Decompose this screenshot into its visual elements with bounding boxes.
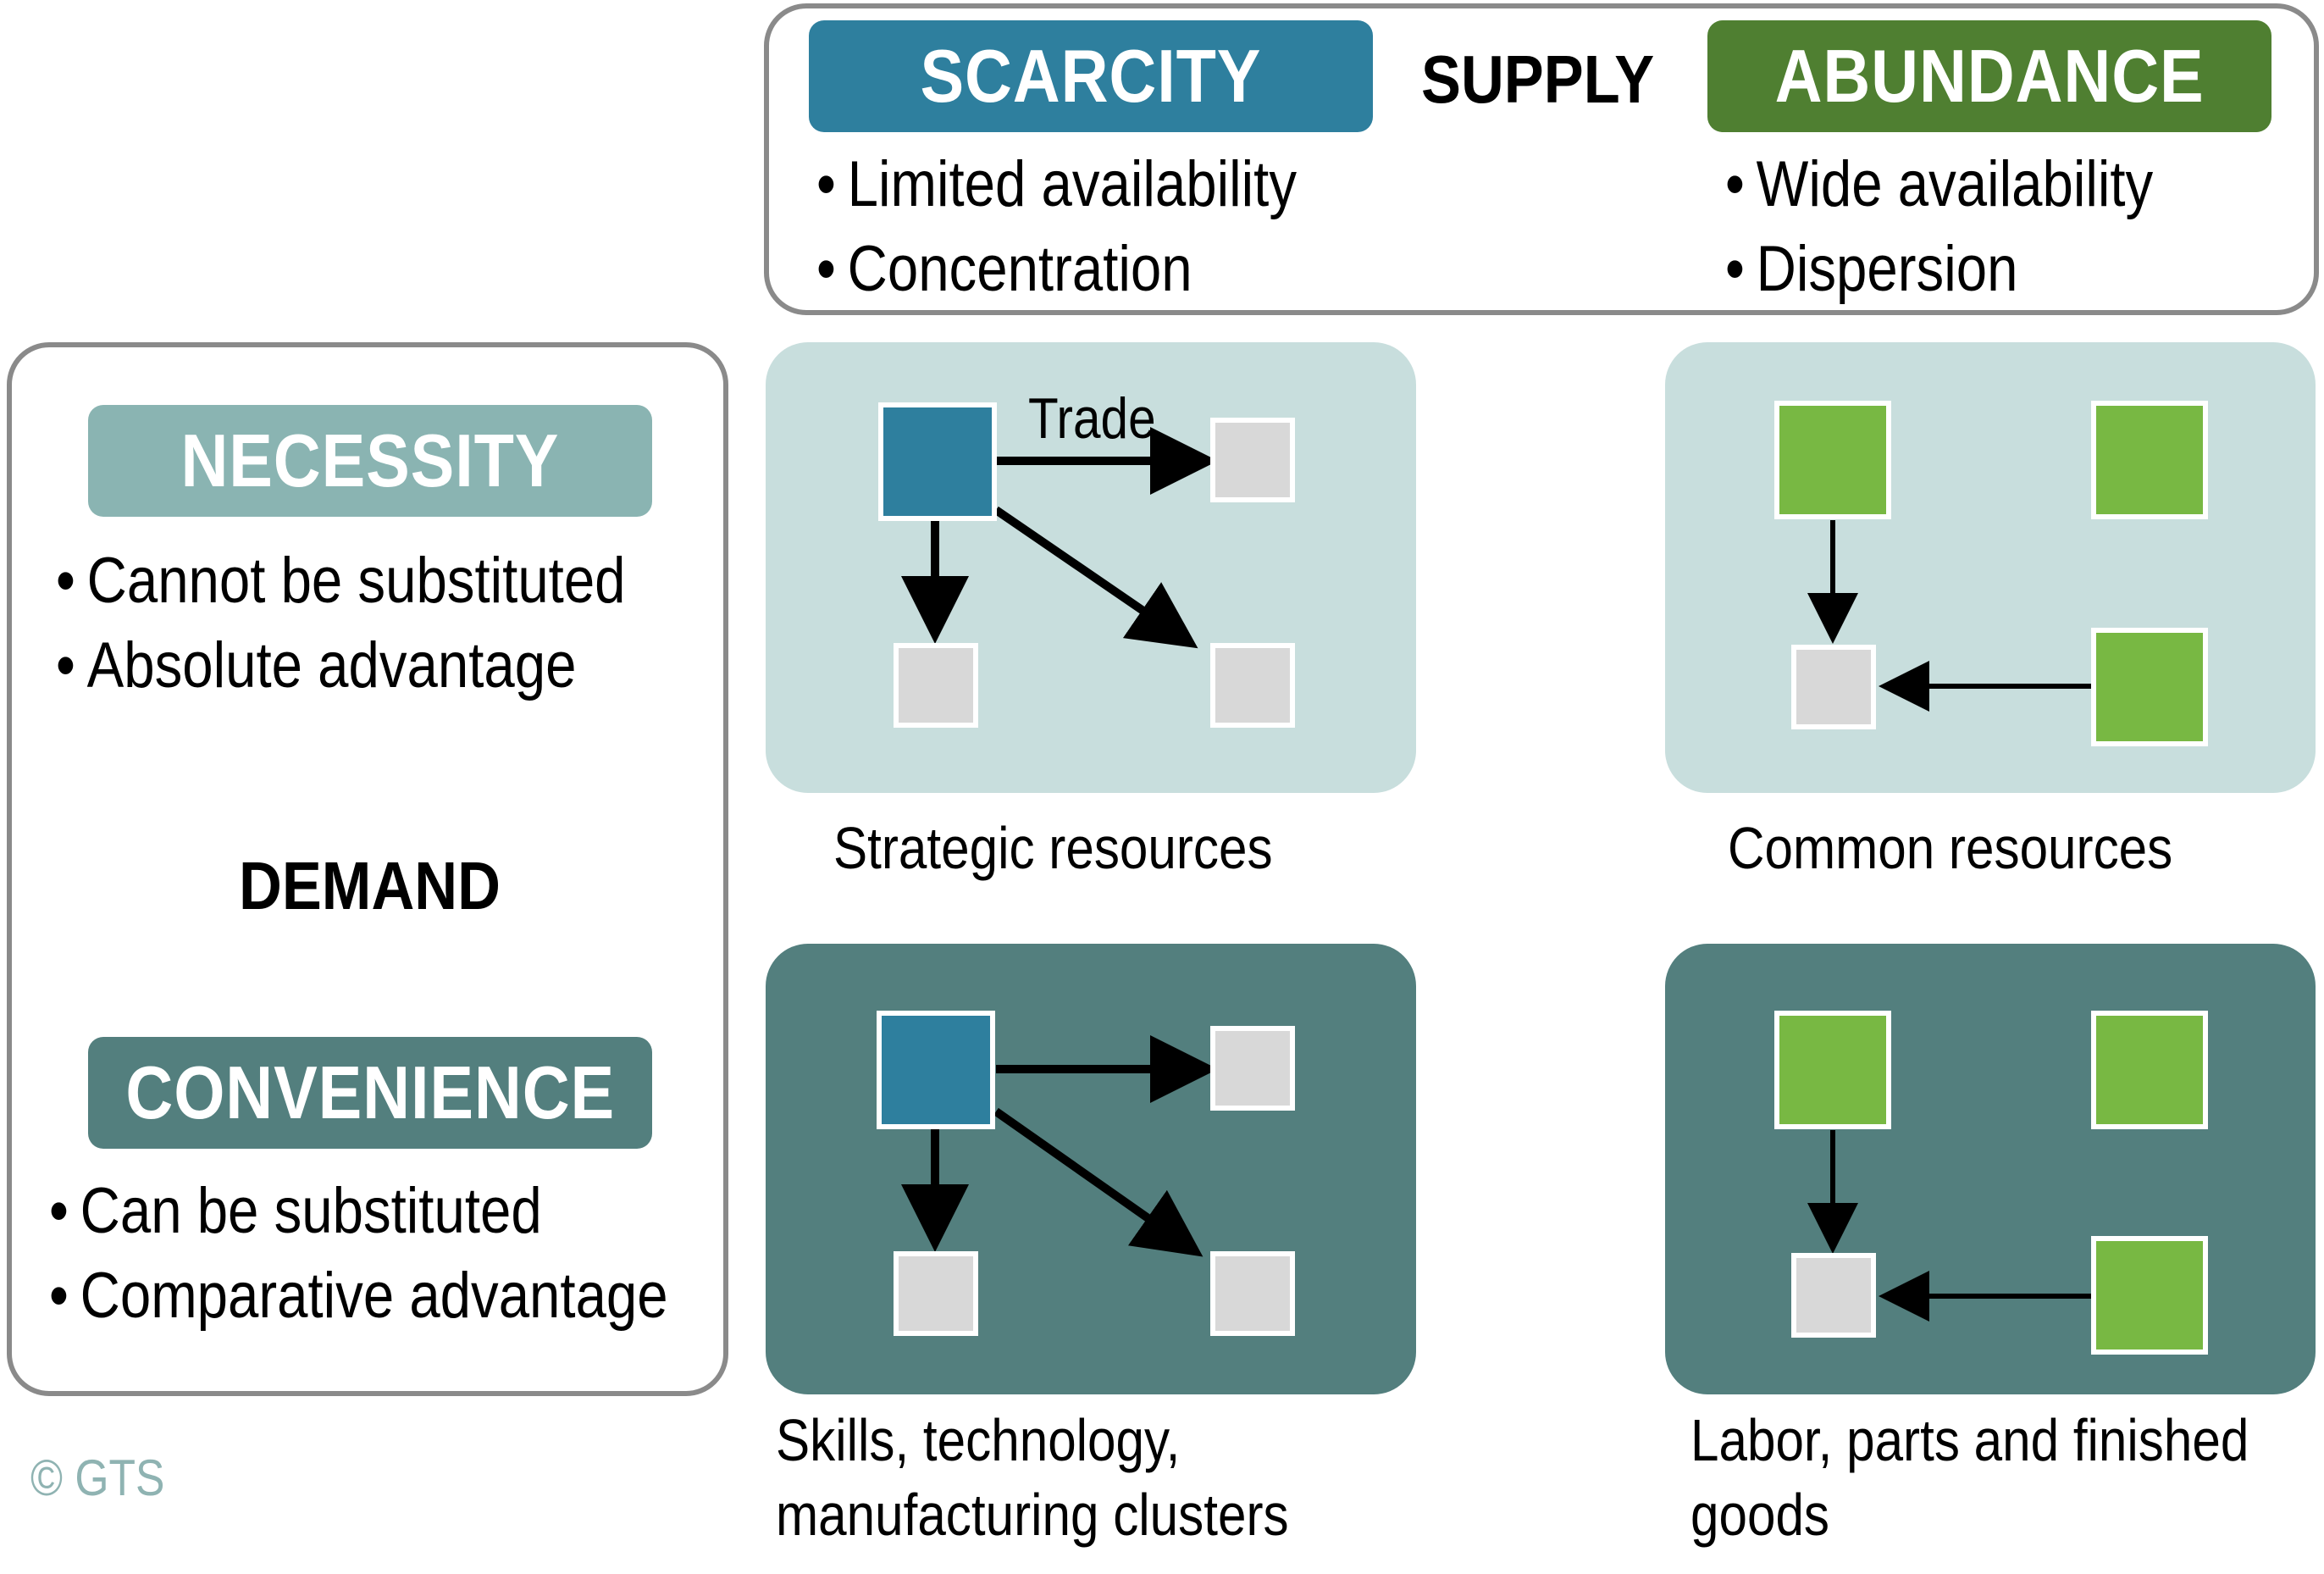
quadrant-strategic [766, 342, 1416, 793]
common-network [1774, 401, 2208, 746]
labor-network [1774, 1011, 2208, 1355]
convenience-bullet-1: •Can be substituted [49, 1179, 542, 1244]
abundance-bullet-text: Dispersion [1756, 233, 2018, 305]
source-node-blue [877, 1011, 995, 1129]
bullet-dot: • [816, 148, 836, 220]
caption-line: goods [1690, 1482, 1830, 1548]
source-node-green [1774, 401, 1891, 519]
trade-arrow-diagonal [993, 506, 1198, 649]
caption-line: Labor, parts and finished [1690, 1407, 2249, 1473]
abundance-bullet-2: •Dispersion [1725, 237, 2017, 302]
scarcity-header: SCARCITY [809, 20, 1373, 132]
source-node-green [2091, 401, 2208, 519]
bullet-dot: • [1725, 233, 1745, 305]
demand-panel [7, 342, 728, 1396]
caption-line: Skills, technology, [776, 1407, 1181, 1473]
source-node-green [2091, 1011, 2208, 1129]
necessity-bullet-1: •Cannot be substituted [56, 549, 626, 613]
necessity-header: NECESSITY [88, 405, 652, 517]
quadrant-skills [766, 944, 1416, 1394]
bullet-dot: • [56, 629, 75, 701]
necessity-label: NECESSITY [180, 418, 560, 502]
scarcity-bullet-1: •Limited availability [816, 152, 1297, 217]
target-node [1210, 1251, 1295, 1336]
abundance-bullet-1: •Wide availability [1725, 152, 2153, 217]
target-node [894, 1251, 978, 1336]
trade-label: Trade [1028, 386, 1156, 451]
copyright-notice: © GTS [30, 1449, 165, 1506]
source-node-blue [878, 402, 997, 521]
target-node [894, 643, 978, 728]
caption-line: Strategic resources [833, 815, 1273, 881]
convenience-bullet-text: Can be substituted [80, 1175, 542, 1247]
supply-title: SUPPLY [1421, 42, 1655, 117]
abundance-label: ABUNDANCE [1774, 34, 2205, 118]
demand-title: DEMAND [239, 848, 501, 923]
necessity-bullet-2: •Absolute advantage [56, 634, 576, 698]
skills-network [877, 1011, 1295, 1336]
caption-common: Common resources [1728, 812, 2172, 886]
caption-labor: Labor, parts and finished goods [1690, 1403, 2249, 1552]
scarcity-bullet-2: •Concentration [816, 237, 1192, 302]
target-node [1210, 643, 1295, 728]
bullet-dot: • [49, 1260, 69, 1332]
bullet-dot: • [56, 545, 75, 617]
target-node [1791, 1253, 1876, 1338]
scarcity-bullet-text: Limited availability [847, 148, 1298, 220]
necessity-bullet-text: Cannot be substituted [86, 545, 626, 617]
caption-line: manufacturing clusters [776, 1482, 1289, 1548]
necessity-bullet-text: Absolute advantage [86, 629, 577, 701]
bullet-dot: • [816, 233, 836, 305]
abundance-bullet-text: Wide availability [1756, 148, 2154, 220]
convenience-bullet-text: Comparative advantage [80, 1260, 668, 1332]
abundance-header: ABUNDANCE [1707, 20, 2271, 132]
target-node [1210, 1026, 1295, 1111]
bullet-dot: • [1725, 148, 1745, 220]
arrow-diagonal [993, 1107, 1204, 1257]
scarcity-label: SCARCITY [920, 34, 1262, 118]
target-node [1791, 645, 1876, 729]
source-node-green [1774, 1011, 1891, 1129]
source-node-green [2091, 628, 2208, 746]
convenience-label: CONVENIENCE [125, 1050, 615, 1134]
target-node [1210, 418, 1295, 502]
bullet-dot: • [49, 1175, 69, 1247]
scarcity-bullet-text: Concentration [847, 233, 1192, 305]
caption-skills: Skills, technology, manufacturing cluste… [776, 1403, 1289, 1552]
source-node-green [2091, 1236, 2208, 1355]
caption-line: Common resources [1728, 815, 2173, 881]
convenience-bullet-2: •Comparative advantage [49, 1264, 668, 1328]
caption-strategic: Strategic resources [833, 812, 1273, 886]
convenience-header: CONVENIENCE [88, 1037, 652, 1149]
strategic-network [878, 402, 1295, 728]
